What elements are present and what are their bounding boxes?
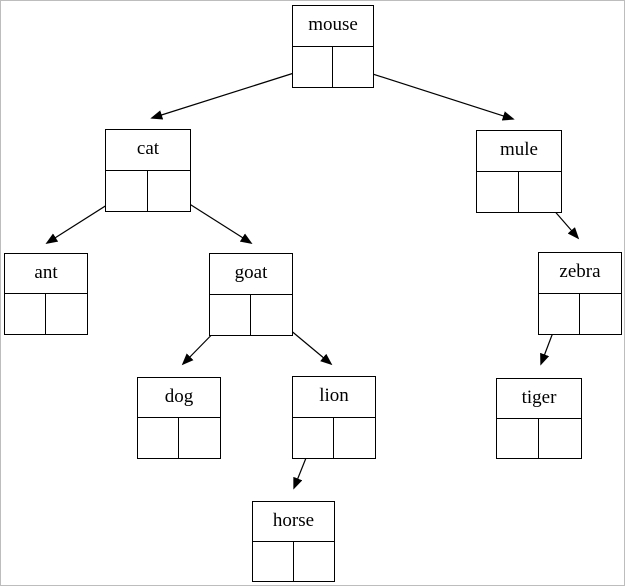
node-pointer-cells	[293, 46, 373, 88]
node-left-pointer-cell	[106, 170, 148, 211]
node-left-pointer-cell	[477, 171, 519, 212]
node-pointer-cells	[210, 294, 292, 336]
node-right-pointer-cell	[539, 419, 581, 459]
node-label-cat: cat	[106, 130, 190, 171]
node-left-pointer-cell	[293, 46, 333, 87]
node-right-pointer-cell	[519, 172, 561, 213]
node-left-pointer-cell	[539, 293, 580, 334]
node-label-lion: lion	[293, 377, 375, 418]
node-label-mouse: mouse	[293, 6, 373, 47]
tree-node-zebra: zebra	[538, 252, 622, 335]
node-label-tiger: tiger	[497, 379, 581, 419]
node-pointer-cells	[293, 417, 375, 459]
node-label-ant: ant	[5, 254, 87, 294]
tree-node-tiger: tiger	[496, 378, 582, 459]
node-pointer-cells	[138, 418, 220, 458]
node-left-pointer-cell	[138, 418, 179, 458]
tree-node-dog: dog	[137, 377, 221, 459]
tree-node-goat: goat	[209, 253, 293, 336]
tree-node-ant: ant	[4, 253, 88, 335]
node-right-pointer-cell	[334, 418, 375, 459]
node-label-goat: goat	[210, 254, 292, 295]
node-left-pointer-cell	[5, 294, 46, 334]
tree-node-mouse: mouse	[292, 5, 374, 88]
node-right-pointer-cell	[333, 47, 373, 88]
node-pointer-cells	[539, 293, 621, 335]
node-right-pointer-cell	[46, 294, 87, 334]
node-pointer-cells	[497, 418, 581, 459]
edge-arrow-mouse-right-to-mule	[353, 67, 515, 121]
node-pointer-cells	[5, 294, 87, 334]
node-pointer-cells	[477, 171, 561, 213]
tree-node-mule: mule	[476, 130, 562, 213]
node-pointer-cells	[106, 170, 190, 212]
node-label-mule: mule	[477, 131, 561, 172]
node-right-pointer-cell	[148, 171, 190, 212]
tree-node-cat: cat	[105, 129, 191, 212]
tree-node-lion: lion	[292, 376, 376, 459]
node-label-zebra: zebra	[539, 253, 621, 294]
node-left-pointer-cell	[293, 417, 334, 458]
node-right-pointer-cell	[251, 295, 292, 336]
tree-node-horse: horse	[252, 501, 335, 582]
edge-arrow-mouse-left-to-cat	[150, 66, 314, 120]
node-left-pointer-cell	[497, 418, 539, 458]
node-right-pointer-cell	[580, 294, 621, 335]
node-left-pointer-cell	[210, 294, 251, 335]
node-left-pointer-cell	[253, 541, 294, 581]
node-pointer-cells	[253, 541, 335, 582]
node-right-pointer-cell	[294, 542, 335, 582]
node-label-dog: dog	[138, 378, 220, 418]
node-right-pointer-cell	[179, 418, 220, 458]
node-label-horse: horse	[253, 502, 334, 542]
